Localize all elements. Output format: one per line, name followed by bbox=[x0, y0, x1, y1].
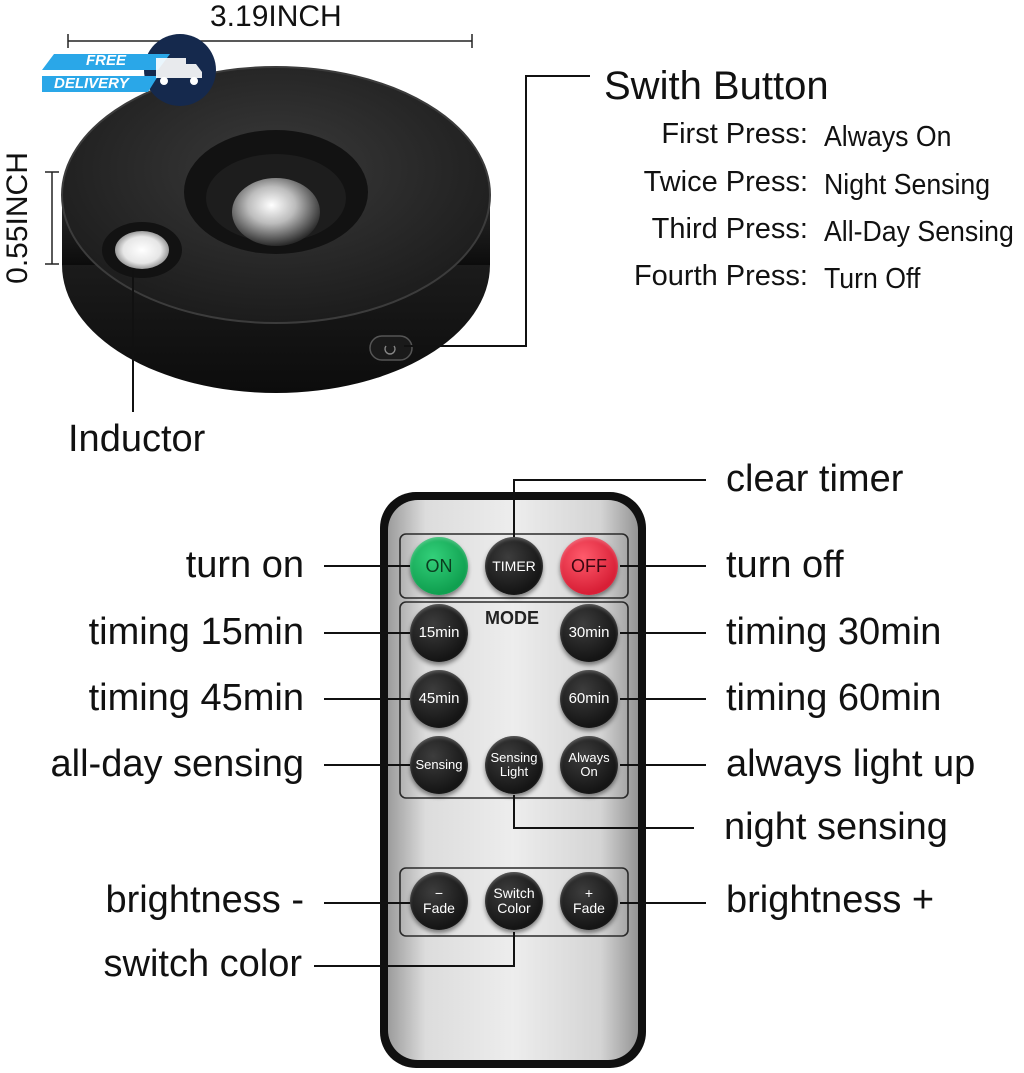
press-label: First Press: bbox=[661, 118, 808, 150]
switch-button-title: Swith Button bbox=[604, 64, 829, 108]
switch-color-button[interactable]: Switch Color bbox=[485, 872, 543, 930]
width-dimension-label: 3.19INCH bbox=[210, 0, 342, 33]
callout-all-day-sensing: all-day sensing bbox=[50, 743, 304, 785]
timing-15min-label: 15min bbox=[418, 624, 460, 642]
puck-light bbox=[61, 66, 491, 393]
callout-always-light-up: always light up bbox=[726, 743, 976, 785]
callout-timing-45min: timing 45min bbox=[88, 677, 304, 719]
mode-label: MODE bbox=[485, 608, 539, 628]
plus-sign: + bbox=[584, 885, 594, 902]
minus-sign: − bbox=[434, 885, 444, 902]
height-dimension-label: 0.55INCH bbox=[1, 152, 34, 284]
press-action: All-Day Sensing bbox=[824, 216, 1014, 248]
timer-button-label: TIMER bbox=[492, 557, 536, 574]
delivery-truck-icon bbox=[42, 34, 216, 106]
remote-leader-lines bbox=[314, 479, 706, 967]
fade-minus-button[interactable]: − Fade bbox=[410, 872, 468, 930]
press-label: Third Press: bbox=[651, 213, 808, 245]
callout-brightness-plus: brightness + bbox=[726, 879, 935, 921]
callout-brightness-minus: brightness - bbox=[105, 879, 304, 921]
always-on-button[interactable]: Always On bbox=[560, 736, 618, 794]
timing-30min-label: 30min bbox=[568, 624, 610, 642]
callout-timing-60min: timing 60min bbox=[726, 677, 942, 719]
switch-color-button-label: Switch Color bbox=[493, 885, 535, 916]
timing-30min-button[interactable]: 30min bbox=[560, 604, 618, 662]
sensing-button-label: Sensing bbox=[415, 757, 463, 773]
timer-button[interactable]: TIMER bbox=[485, 537, 543, 595]
timing-15min-button[interactable]: 15min bbox=[410, 604, 468, 662]
fade-plus-button[interactable]: + Fade bbox=[560, 872, 618, 930]
light-dome bbox=[232, 178, 320, 246]
timing-45min-button[interactable]: 45min bbox=[410, 670, 468, 728]
timing-60min-label: 60min bbox=[568, 690, 610, 708]
badge-free-text: FREE bbox=[86, 52, 127, 69]
off-button[interactable]: OFF bbox=[560, 537, 618, 595]
switch-button-leader bbox=[404, 75, 590, 347]
callout-timing-15min: timing 15min bbox=[88, 611, 304, 653]
callout-turn-off: turn off bbox=[726, 544, 844, 586]
callout-turn-on: turn on bbox=[185, 544, 304, 586]
timing-60min-button[interactable]: 60min bbox=[560, 670, 618, 728]
on-button-label: ON bbox=[425, 555, 453, 576]
callout-night-sensing: night sensing bbox=[724, 806, 948, 848]
inductor-label: Inductor bbox=[68, 418, 206, 460]
sensing-light-button[interactable]: Sensing Light bbox=[485, 736, 543, 794]
callout-switch-color: switch color bbox=[103, 943, 303, 985]
fade-minus-label: Fade bbox=[423, 900, 455, 916]
always-on-button-label: Always On bbox=[568, 750, 610, 779]
sensing-light-button-label: Sensing Light bbox=[490, 750, 538, 779]
timing-45min-label: 45min bbox=[418, 690, 460, 708]
switch-button-icon bbox=[369, 335, 413, 361]
callout-timing-30min: timing 30min bbox=[726, 611, 942, 653]
on-button[interactable]: ON bbox=[410, 537, 468, 595]
press-label: Fourth Press: bbox=[633, 260, 808, 292]
free-delivery-badge: FREE DELIVERY bbox=[42, 34, 222, 108]
fade-plus-label: Fade bbox=[573, 900, 605, 916]
badge-delivery-text: DELIVERY bbox=[54, 75, 129, 92]
inductor-sensor bbox=[115, 231, 169, 269]
press-action: Always On bbox=[824, 121, 952, 153]
off-button-label: OFF bbox=[571, 555, 607, 576]
press-action: Turn Off bbox=[824, 263, 921, 295]
press-action: Night Sensing bbox=[824, 169, 991, 201]
sensing-button[interactable]: Sensing bbox=[410, 736, 468, 794]
press-label: Twice Press: bbox=[643, 166, 808, 198]
callout-clear-timer: clear timer bbox=[726, 458, 904, 500]
